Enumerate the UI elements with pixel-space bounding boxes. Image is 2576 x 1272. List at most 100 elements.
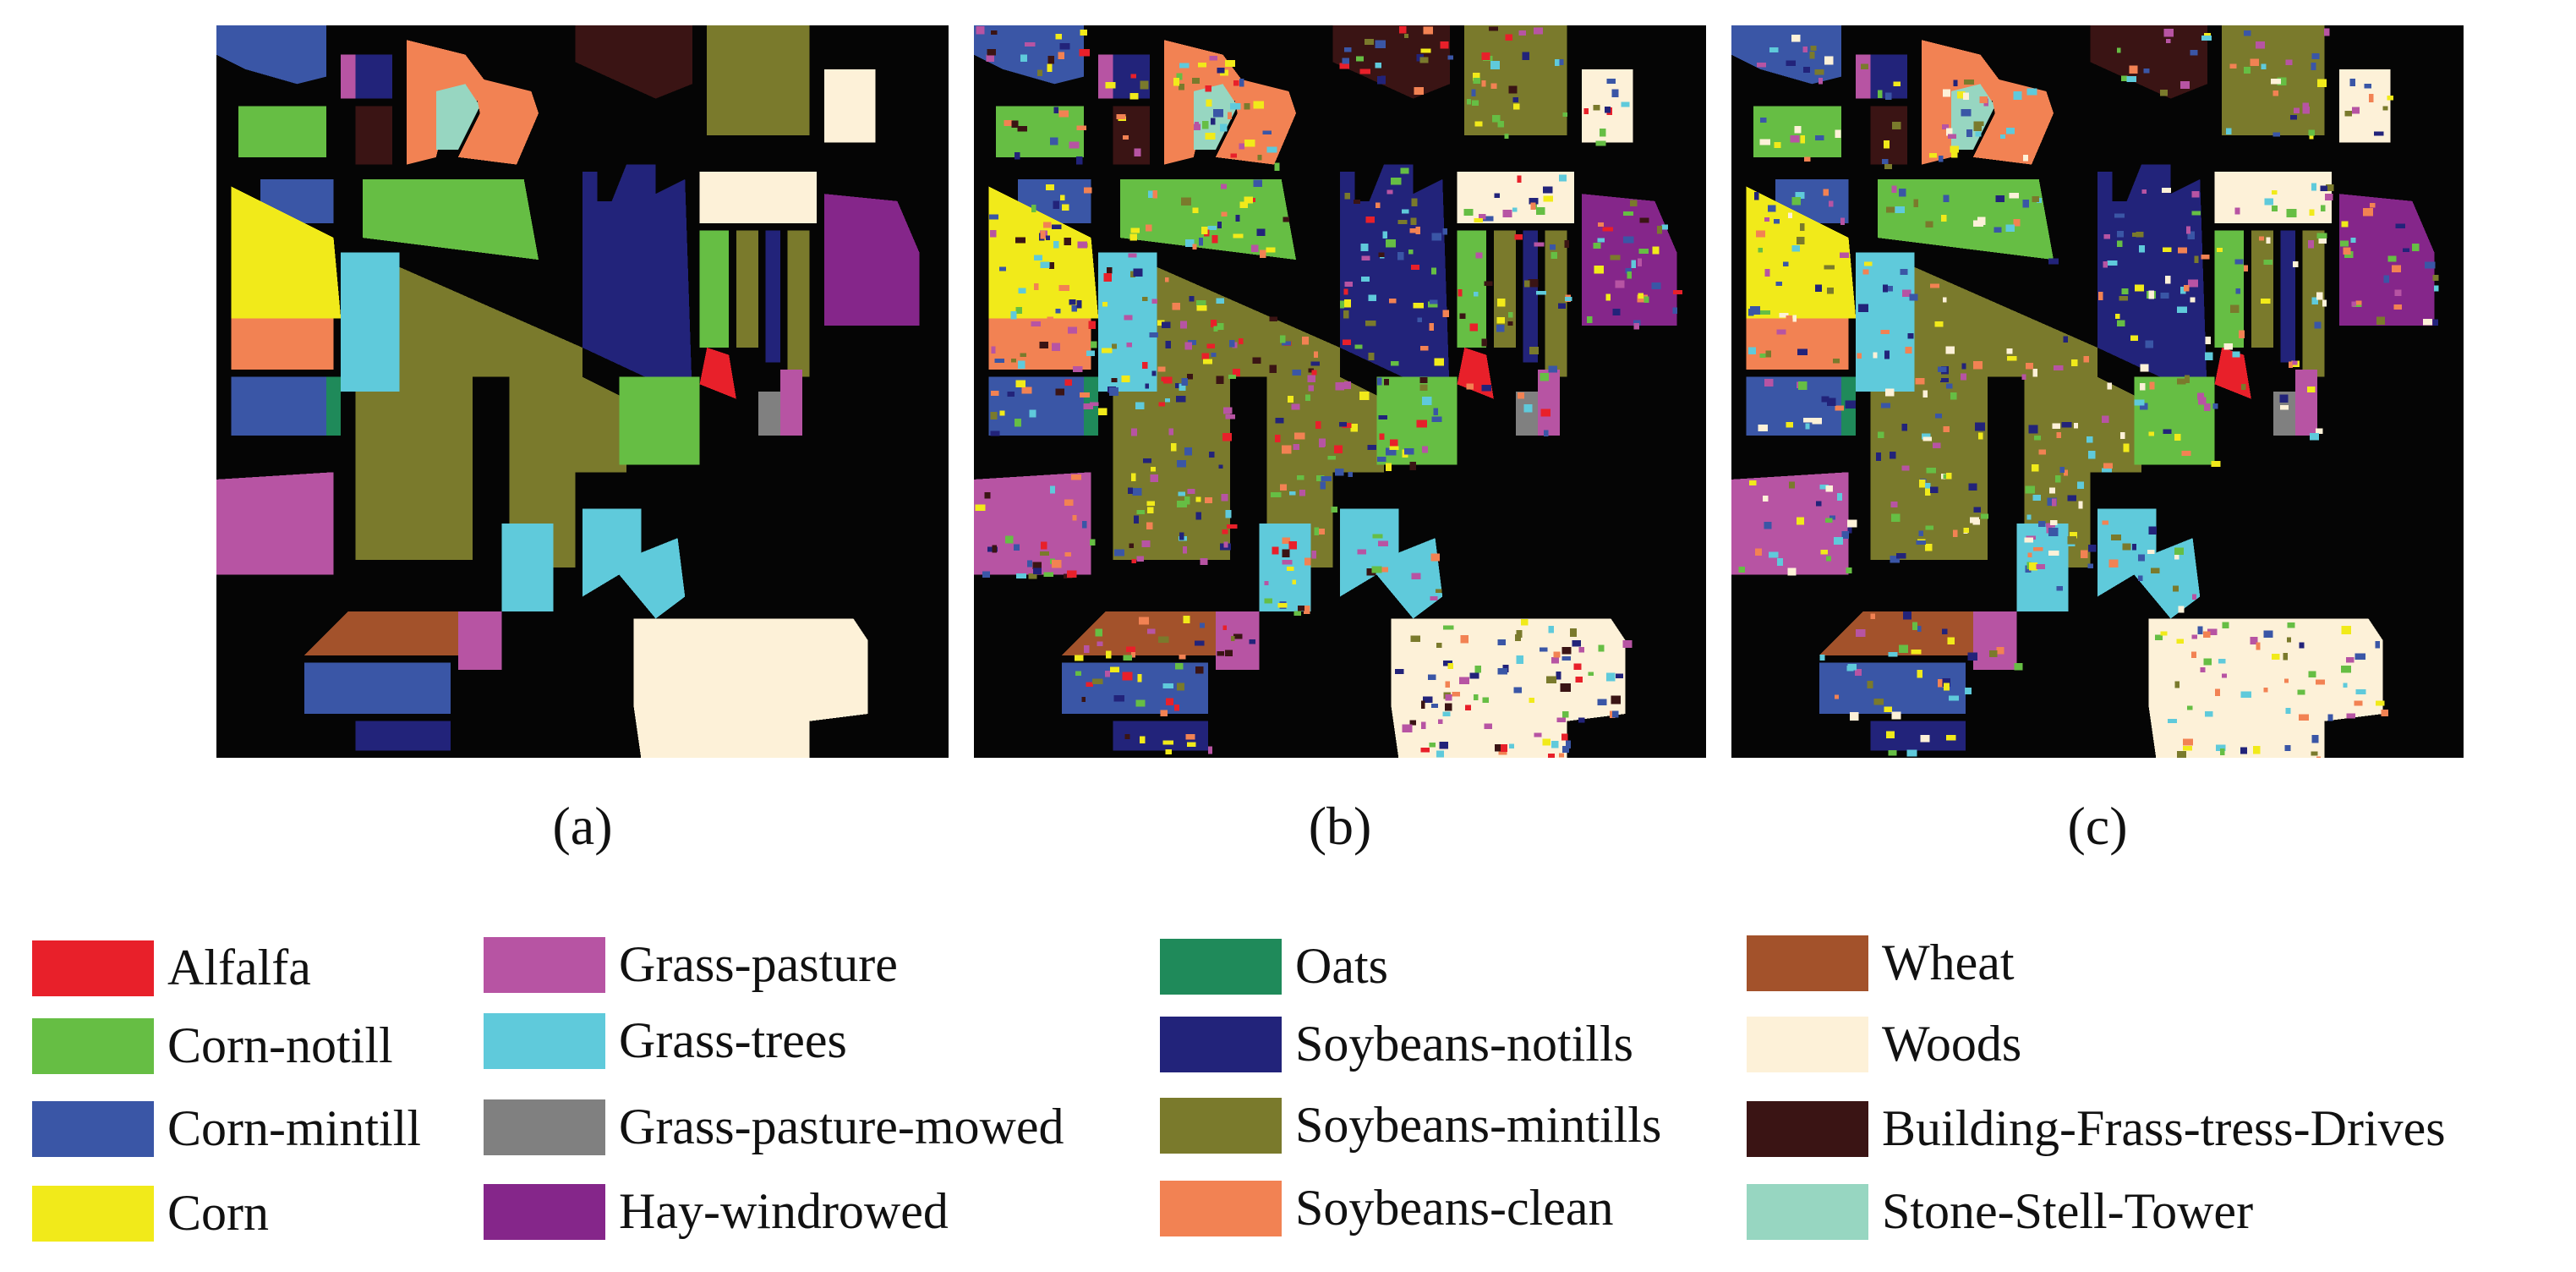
noise-pixel — [1183, 546, 1188, 554]
noise-pixel — [1053, 241, 1059, 249]
noise-pixel — [1516, 630, 1523, 639]
noise-pixel — [2240, 747, 2248, 754]
noise-pixel — [1605, 106, 1611, 113]
noise-pixel — [1543, 195, 1553, 202]
noise-pixel — [2289, 361, 2294, 368]
noise-pixel — [1130, 650, 1136, 658]
noise-pixel — [2354, 653, 2365, 660]
panel-caption-a: (a) — [552, 796, 613, 856]
noise-pixel — [1605, 293, 1611, 301]
noise-pixel — [1411, 198, 1418, 207]
noise-pixel — [1884, 388, 1895, 397]
region-grass-pasture — [1856, 54, 1871, 99]
noise-pixel — [1523, 404, 1533, 413]
noise-pixel — [1075, 655, 1084, 661]
noise-pixel — [1196, 305, 1207, 311]
noise-pixel — [1445, 694, 1452, 701]
region-soybeans-mintills — [1545, 230, 1567, 377]
noise-pixel — [2121, 288, 2129, 294]
noise-pixel — [2163, 28, 2174, 37]
noise-pixel — [2299, 642, 2305, 649]
noise-pixel — [1934, 321, 1944, 327]
noise-pixel — [2205, 337, 2211, 344]
region-corn-notill — [363, 178, 539, 260]
noise-pixel — [1935, 413, 1942, 419]
noise-pixel — [1179, 383, 1186, 391]
noise-pixel — [1140, 736, 1146, 743]
noise-pixel — [2309, 432, 2320, 441]
noise-pixel — [1084, 187, 1092, 194]
noise-pixel — [1836, 492, 1842, 501]
noise-pixel — [1827, 288, 1834, 294]
noise-pixel — [1422, 446, 1429, 453]
noise-pixel — [2220, 748, 2225, 756]
noise-pixel — [1293, 444, 1300, 450]
noise-pixel — [2250, 636, 2258, 644]
region-grass-trees — [341, 252, 400, 392]
noise-pixel — [1201, 227, 1208, 235]
noise-pixel — [1397, 251, 1404, 260]
noise-pixel — [1562, 112, 1568, 118]
noise-pixel — [1452, 691, 1461, 697]
noise-pixel — [1791, 245, 1800, 252]
noise-pixel — [1942, 678, 1950, 687]
noise-pixel — [1047, 316, 1053, 322]
noise-pixel — [2218, 659, 2226, 664]
region-grass-trees — [1856, 252, 1915, 392]
region-grass-trees — [1098, 252, 1157, 392]
noise-pixel — [1475, 252, 1483, 259]
noise-pixel — [1512, 97, 1519, 103]
noise-pixel — [1521, 619, 1529, 626]
noise-pixel — [1225, 414, 1236, 419]
noise-pixel — [1365, 216, 1375, 223]
noise-pixel — [1209, 452, 1215, 458]
noise-pixel — [1047, 63, 1053, 73]
noise-pixel — [1075, 671, 1081, 677]
noise-pixel — [1561, 733, 1568, 741]
noise-pixel — [1391, 360, 1399, 366]
noise-pixel — [1136, 509, 1145, 515]
noise-pixel — [1359, 69, 1371, 74]
noise-pixel — [1610, 255, 1621, 260]
noise-pixel — [2316, 79, 2327, 87]
noise-pixel — [1270, 491, 1282, 497]
region-grass-pasture — [1972, 611, 2017, 671]
noise-pixel — [1013, 544, 1020, 551]
noise-pixel — [2053, 365, 2064, 370]
noise-pixel — [1901, 465, 1910, 471]
region-corn-notill — [2134, 376, 2215, 465]
noise-pixel — [1513, 103, 1520, 110]
noise-pixel — [1058, 110, 1069, 118]
noise-pixel — [2025, 485, 2035, 494]
legend-label: Corn — [167, 1185, 269, 1241]
noise-pixel — [1459, 677, 1470, 684]
noise-pixel — [2294, 107, 2300, 114]
noise-pixel — [1787, 567, 1797, 576]
noise-pixel — [1256, 228, 1266, 237]
noise-pixel — [1556, 717, 1566, 723]
noise-pixel — [1229, 339, 1235, 348]
noise-pixel — [1401, 209, 1409, 214]
noise-pixel — [1112, 343, 1117, 349]
noise-pixel — [1075, 156, 1083, 165]
noise-pixel — [2283, 653, 2289, 661]
noise-pixel — [1846, 665, 1854, 672]
region-corn — [988, 186, 1099, 319]
noise-pixel — [2423, 318, 2433, 326]
noise-pixel — [1888, 651, 1898, 657]
noise-pixel — [2363, 207, 2374, 217]
region-grass-pasture — [2294, 370, 2317, 436]
noise-pixel — [2005, 224, 2015, 232]
noise-pixel — [1164, 277, 1169, 282]
noise-pixel — [1832, 358, 1840, 364]
region-grass-trees — [1340, 508, 1443, 619]
noise-pixel — [1947, 637, 1955, 645]
noise-pixel — [1292, 579, 1297, 584]
noise-pixel — [2061, 422, 2072, 428]
noise-pixel — [1040, 231, 1046, 239]
noise-pixel — [2028, 425, 2038, 434]
noise-pixel — [1481, 338, 1488, 347]
noise-pixel — [1797, 381, 1808, 391]
noise-pixel — [1207, 225, 1217, 231]
noise-pixel — [2292, 360, 2298, 365]
